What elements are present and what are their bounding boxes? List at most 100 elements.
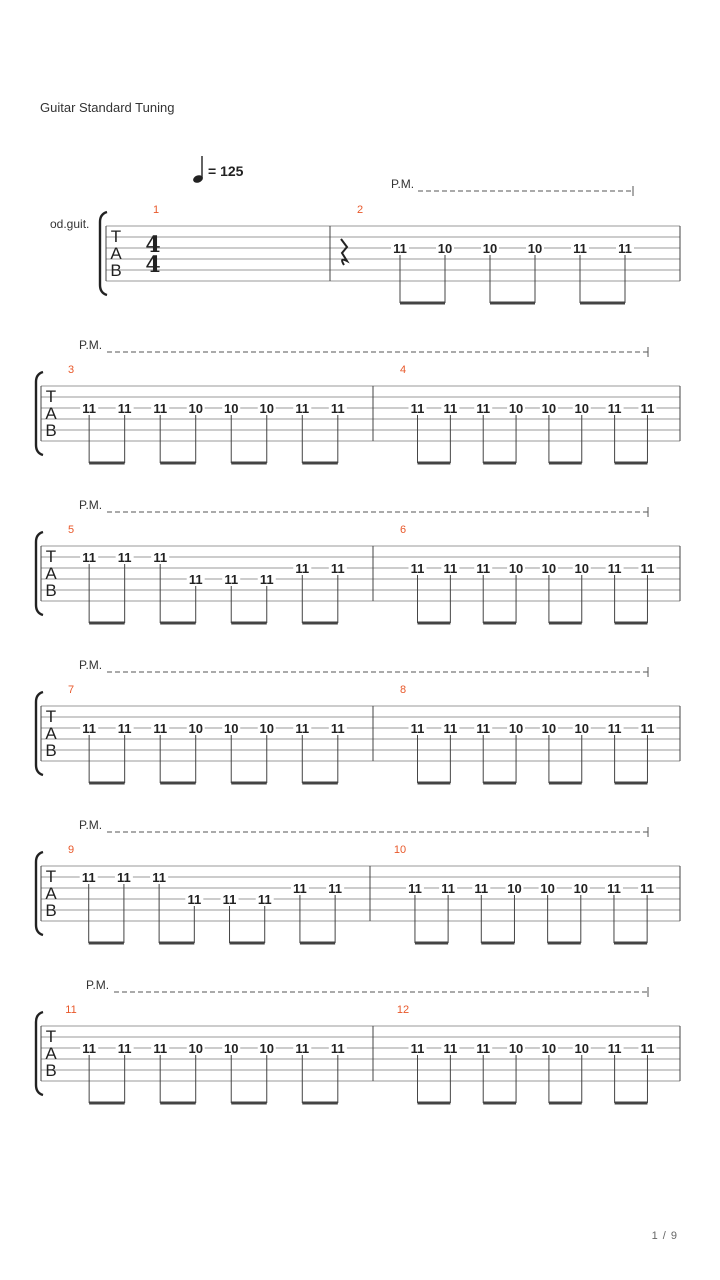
time-signature-bottom: 4 xyxy=(145,252,160,278)
fret-background xyxy=(441,722,460,734)
fret-background xyxy=(572,722,591,734)
fret-number: 11 xyxy=(82,401,96,416)
fret-background xyxy=(572,402,591,414)
fret-number: 11 xyxy=(573,241,587,256)
tab-clef-letter: T xyxy=(46,867,56,886)
fret-background xyxy=(115,1042,134,1054)
fret-number: 11 xyxy=(82,1041,96,1056)
fret-number: 11 xyxy=(118,401,132,416)
fret-background xyxy=(391,242,409,254)
fret-background xyxy=(571,242,589,254)
fret-number: 11 xyxy=(474,881,488,896)
fret-number: 11 xyxy=(153,401,167,416)
fret-background xyxy=(507,1042,526,1054)
fret-background xyxy=(572,1042,591,1054)
fret-number: 10 xyxy=(188,721,202,736)
fret-number: 11 xyxy=(618,241,632,256)
palm-mute-label: P.M. xyxy=(79,658,102,672)
fret-background xyxy=(572,562,591,574)
fret-background xyxy=(150,871,169,883)
fret-background xyxy=(441,1042,460,1054)
fret-background xyxy=(539,1042,558,1054)
fret-background xyxy=(507,562,526,574)
measure-number: 10 xyxy=(394,844,406,856)
fret-background xyxy=(328,562,347,574)
tab-clef-letter: T xyxy=(111,227,121,246)
fret-number: 10 xyxy=(483,241,497,256)
measure-number: 8 xyxy=(400,684,406,696)
fret-number: 11 xyxy=(152,870,166,885)
fret-background xyxy=(257,573,276,585)
fret-background xyxy=(186,402,205,414)
fret-number: 11 xyxy=(118,721,132,736)
fret-background xyxy=(505,882,524,894)
fret-background xyxy=(80,722,99,734)
fret-number: 11 xyxy=(608,401,622,416)
time-signature-top: 4 xyxy=(145,232,160,258)
fret-background xyxy=(328,402,347,414)
fret-number: 11 xyxy=(153,1041,167,1056)
fret-background xyxy=(115,551,134,563)
fret-number: 11 xyxy=(608,561,622,576)
fret-number: 10 xyxy=(224,401,238,416)
fret-number: 11 xyxy=(393,241,407,256)
system-bracket xyxy=(34,1010,44,1097)
fret-number: 11 xyxy=(118,1041,132,1056)
fret-background xyxy=(539,722,558,734)
fret-background xyxy=(186,722,205,734)
fret-number: 10 xyxy=(575,561,589,576)
fret-number: 11 xyxy=(295,721,309,736)
measure-number: 1 xyxy=(153,204,159,216)
tab-clef-letter: T xyxy=(46,547,56,566)
fret-background xyxy=(507,722,526,734)
palm-mute-label: P.M. xyxy=(79,498,102,512)
measure-number: 9 xyxy=(68,844,74,856)
fret-background xyxy=(151,551,170,563)
fret-number: 11 xyxy=(608,1041,622,1056)
fret-background xyxy=(439,882,458,894)
tempo-marking: = 125 xyxy=(192,154,243,187)
fret-background xyxy=(255,893,274,905)
fret-background xyxy=(474,1042,493,1054)
fret-number: 11 xyxy=(441,881,455,896)
fret-number: 11 xyxy=(443,401,457,416)
fret-background xyxy=(220,893,239,905)
measure-number: 7 xyxy=(68,684,74,696)
fret-background xyxy=(474,402,493,414)
fret-number: 11 xyxy=(640,881,654,896)
system-bracket xyxy=(34,530,44,617)
fret-number: 11 xyxy=(411,721,425,736)
measure-number: 4 xyxy=(400,364,406,376)
fret-number: 10 xyxy=(507,881,521,896)
fret-number: 10 xyxy=(509,401,523,416)
palm-mute-label: P.M. xyxy=(86,978,109,992)
tab-clef-letter: B xyxy=(45,581,56,600)
fret-number: 10 xyxy=(575,721,589,736)
fret-number: 11 xyxy=(295,401,309,416)
fret-background xyxy=(441,562,460,574)
fret-number: 11 xyxy=(443,1041,457,1056)
fret-background xyxy=(436,242,454,254)
tab-clef-letter: A xyxy=(45,724,57,743)
fret-background xyxy=(605,722,624,734)
fret-background xyxy=(293,562,312,574)
fret-number: 11 xyxy=(223,892,237,907)
fret-number: 11 xyxy=(641,561,655,576)
instrument-name: od.guit. xyxy=(50,217,90,231)
fret-number: 10 xyxy=(542,721,556,736)
tab-clef-letter: T xyxy=(46,387,56,406)
fret-number: 10 xyxy=(574,881,588,896)
fret-number: 10 xyxy=(542,561,556,576)
fret-background xyxy=(328,1042,347,1054)
fret-number: 11 xyxy=(328,881,342,896)
fret-number: 11 xyxy=(293,881,307,896)
fret-background xyxy=(441,402,460,414)
fret-number: 10 xyxy=(224,1041,238,1056)
fret-number: 11 xyxy=(411,561,425,576)
fret-background xyxy=(538,882,557,894)
measure-number: 2 xyxy=(357,204,363,216)
fret-number: 11 xyxy=(476,401,490,416)
fret-background xyxy=(257,722,276,734)
fret-background xyxy=(80,1042,99,1054)
fret-number: 10 xyxy=(528,241,542,256)
